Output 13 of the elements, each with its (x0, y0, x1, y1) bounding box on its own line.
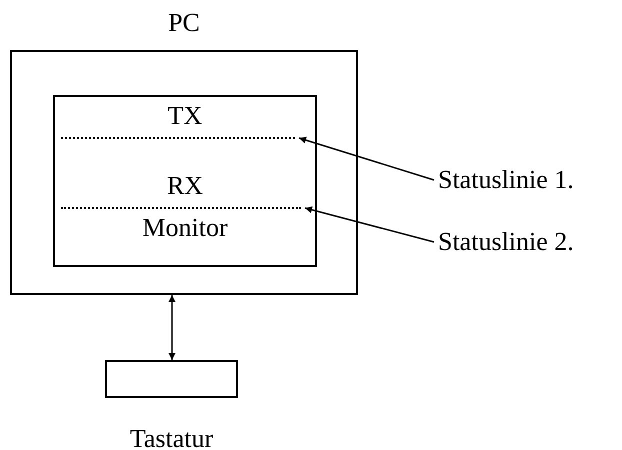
arrow (298, 136, 434, 181)
dotted-status-line (61, 207, 301, 209)
status-line-label: Statuslinie 2. (438, 228, 608, 256)
node-label: Tastatur (128, 426, 214, 450)
node-label: PC (167, 10, 201, 36)
node-label: Monitor (141, 215, 229, 241)
node-label: RX (166, 173, 204, 199)
dotted-status-line (61, 137, 295, 139)
monitor-box (53, 95, 317, 267)
node-label: TX (166, 103, 204, 129)
status-line-label: Statuslinie 1. (438, 166, 608, 194)
double-arrow (168, 295, 176, 360)
arrow (304, 206, 434, 243)
